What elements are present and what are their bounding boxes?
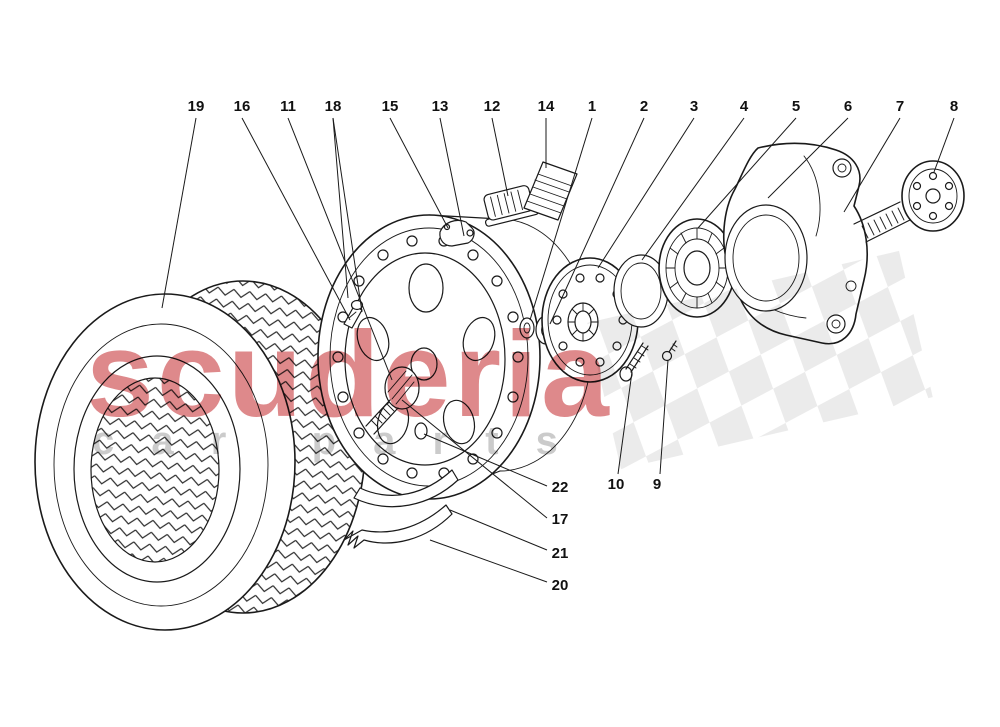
tire (34, 280, 366, 631)
leader-line-9 (659, 359, 669, 475)
callout-20: 20 (552, 577, 569, 594)
leader-line-10 (617, 371, 633, 475)
leader-line-21 (449, 509, 548, 551)
rim-spoke-holes (356, 263, 496, 445)
callout-21: 21 (552, 545, 569, 562)
rim-rivet-holes (332, 235, 524, 479)
callout-1: 1 (588, 98, 596, 115)
leader-line-17 (401, 399, 548, 519)
leader-line-6 (767, 117, 849, 199)
callout-12: 12 (484, 98, 501, 115)
callout-5: 5 (792, 98, 800, 115)
callout-15: 15 (382, 98, 399, 115)
callout-4: 4 (740, 98, 749, 115)
callout-16: 16 (234, 98, 251, 115)
callout-9: 9 (653, 476, 661, 493)
leader-line-3 (597, 117, 695, 269)
leader-line-1 (529, 117, 593, 321)
callout-14: 14 (538, 98, 555, 115)
callout-3: 3 (690, 98, 698, 115)
leader-line-19 (161, 117, 197, 309)
leader-line-20 (429, 539, 548, 583)
callout-11: 11 (280, 98, 296, 115)
leader-line-18 (332, 117, 349, 299)
leader-line-5 (697, 117, 797, 229)
leader-line-16 (241, 117, 351, 321)
checker-flag-watermark (587, 250, 933, 470)
ribbed-bracket (483, 185, 540, 227)
leader-line-12 (491, 117, 509, 197)
wheel-bearing (658, 218, 736, 318)
lock-washer (414, 422, 428, 440)
leader-line-4 (641, 117, 745, 261)
brake-shield-upper (353, 469, 459, 508)
leader-line-15 (389, 117, 449, 229)
brake-shield-lower (343, 504, 453, 549)
callout-22: 22 (552, 479, 569, 496)
leader-line-2 (549, 117, 645, 325)
callout-18: 18 (325, 98, 342, 115)
leader-line-13 (439, 117, 465, 237)
leader-line-22 (423, 433, 548, 487)
callout-10: 10 (608, 476, 625, 493)
callout-13: 13 (432, 98, 449, 115)
callout-8: 8 (950, 98, 958, 115)
callout-6: 6 (844, 98, 852, 115)
leader-line-18 (332, 117, 363, 313)
data-placard (523, 161, 578, 221)
callout-17: 17 (552, 511, 569, 528)
stub-axle (853, 160, 965, 243)
center-lock-bolt (365, 366, 428, 440)
callout-19: 19 (188, 98, 205, 115)
watermark-text: scuderia (86, 306, 612, 442)
watermark-subtext: c a r p a r t s (92, 419, 571, 463)
leader-line-8 (933, 117, 955, 173)
callout-7: 7 (896, 98, 904, 115)
rim-clamp (439, 219, 475, 247)
leader-line-11 (287, 117, 393, 381)
callout-2: 2 (640, 98, 648, 115)
leader-line-7 (843, 117, 901, 213)
hub-nut (519, 317, 535, 339)
